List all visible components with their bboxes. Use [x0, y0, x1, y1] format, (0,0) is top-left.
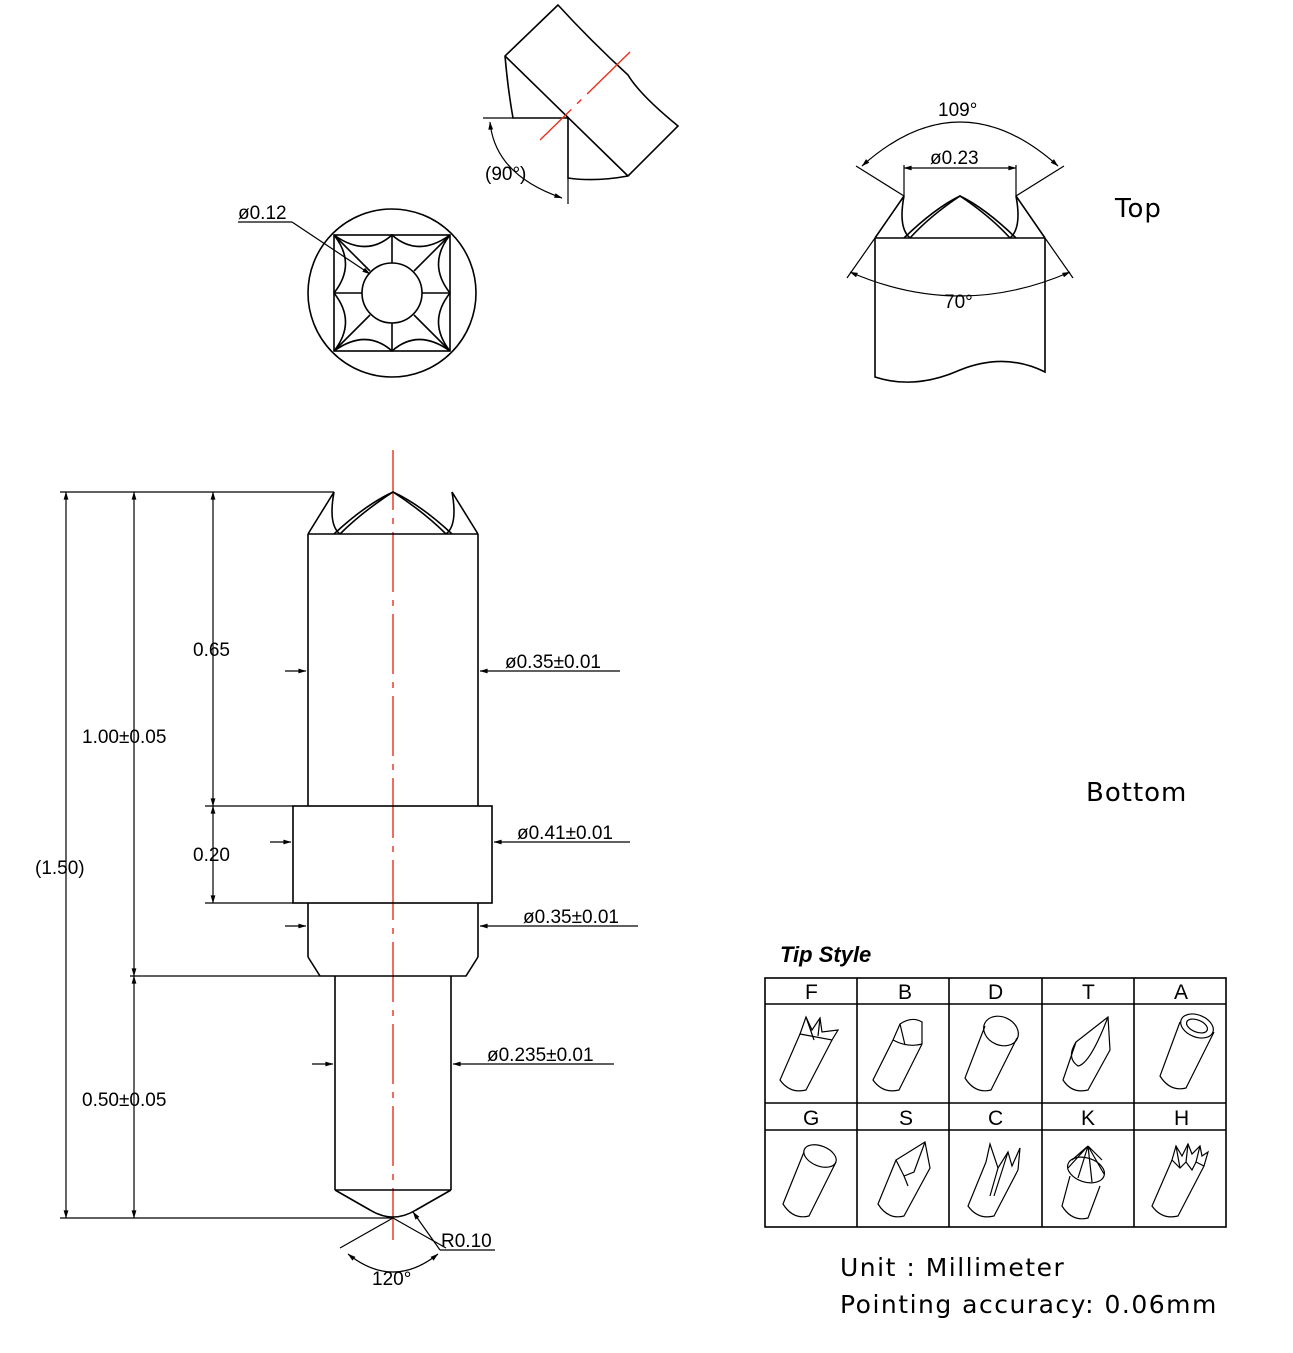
top-view-label: Top — [1114, 194, 1162, 224]
crown-detail: ø0.23 109° 70° — [846, 100, 1074, 383]
tip-label-c: C — [988, 1107, 1003, 1130]
collar-length-label: 0.20 — [193, 845, 230, 866]
tip-f-icon — [779, 1015, 840, 1092]
tip-t-icon — [1062, 1015, 1111, 1092]
tip-c-icon — [967, 1141, 1021, 1218]
collar-diameter-label: ø0.41±0.01 — [517, 823, 613, 844]
tip-d-icon — [964, 1015, 1019, 1092]
tip-label-a: A — [1174, 981, 1188, 1004]
tip-label-s: S — [899, 1107, 913, 1130]
tip-style-table: Tip Style F B D T A G S C K H — [764, 942, 1227, 1228]
tip-label-h: H — [1174, 1107, 1189, 1130]
angled-tip-detail: (90°) — [483, 3, 680, 204]
main-pin-view: (1.50) 1.00±0.05 0.65 0.20 0.50±0.05 ø0.… — [35, 450, 638, 1290]
crown-angle-label: 109° — [938, 100, 977, 121]
unit-note: Unit : Millimeter — [840, 1253, 1065, 1282]
below-collar-diameter-label: ø0.35±0.01 — [523, 907, 619, 928]
tip-k-icon — [1061, 1145, 1106, 1220]
tip-g-icon — [782, 1144, 837, 1218]
upper-diameter-label: ø0.35±0.01 — [505, 652, 601, 673]
tip-a-icon — [1159, 1013, 1215, 1090]
tip-style-title: Tip Style — [780, 942, 871, 967]
tip-label-d: D — [988, 981, 1003, 1004]
tip-label-b: B — [898, 981, 912, 1004]
chamfer-angle-label: 70° — [944, 292, 973, 313]
tip-label-t: T — [1082, 981, 1095, 1004]
bottom-angle-label: 120° — [372, 1269, 411, 1290]
tip-label-k: K — [1081, 1107, 1095, 1130]
hole-diameter-label: ø0.12 — [238, 203, 287, 224]
tip-s-icon — [877, 1141, 931, 1218]
bottom-view-label: Bottom — [1086, 778, 1187, 808]
tip-b-icon — [872, 1018, 923, 1092]
tip-label-f: F — [805, 981, 818, 1004]
end-view-top: ø0.12 — [238, 203, 477, 378]
upper-length-label: 1.00±0.05 — [82, 727, 166, 748]
lower-length-label: 0.50±0.05 — [82, 1090, 166, 1111]
crown-diameter-label: ø0.23 — [930, 148, 979, 169]
accuracy-note: Pointing accuracy: 0.06mm — [840, 1290, 1218, 1319]
tip-h-icon — [1151, 1142, 1210, 1218]
angle-90-label: (90°) — [485, 164, 526, 185]
overall-length-label: (1.50) — [35, 858, 85, 879]
tip-length-label: 0.65 — [193, 640, 230, 661]
tip-label-g: G — [803, 1107, 819, 1130]
lower-diameter-label: ø0.235±0.01 — [487, 1045, 594, 1066]
bottom-radius-label: R0.10 — [441, 1231, 492, 1252]
